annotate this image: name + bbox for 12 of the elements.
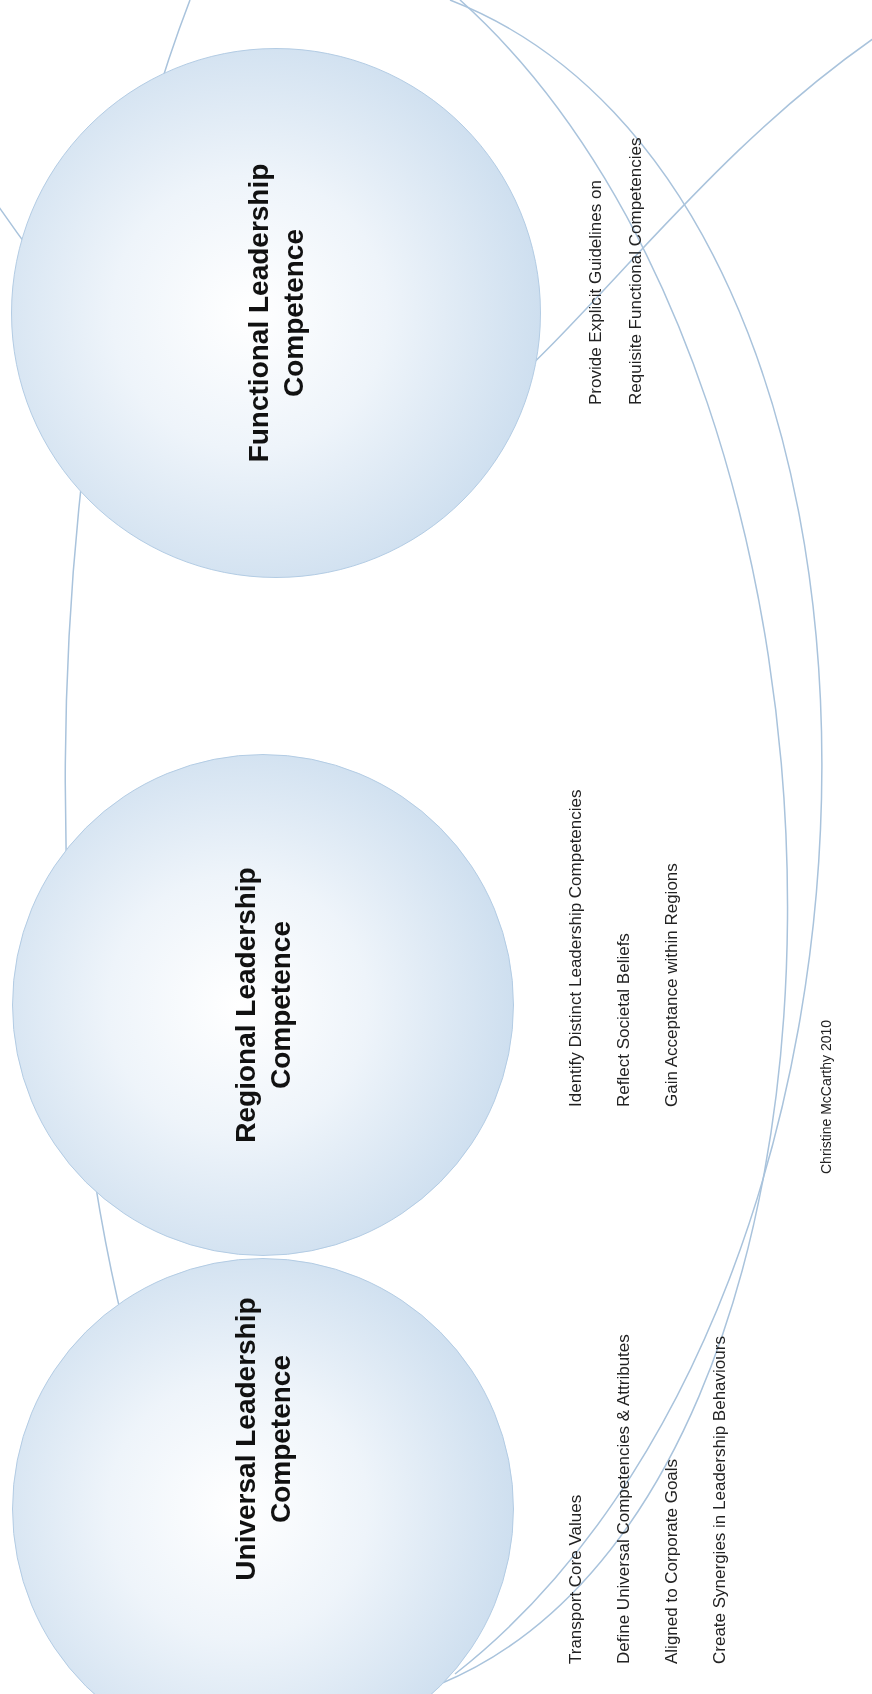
description-text: Define Universal Competencies & Attributes xyxy=(614,1334,634,1664)
circle-title: Regional Leadership Competence xyxy=(229,866,297,1145)
circle-title: Universal Leadership Competence xyxy=(229,1296,297,1583)
description-text: Identify Distinct Leadership Competencies xyxy=(566,789,586,1107)
description-text: Reflect Societal Beliefs xyxy=(614,933,634,1107)
circle-title: Functional Leadership Competence xyxy=(242,163,310,463)
description-text: Aligned to Corporate Goals xyxy=(662,1458,682,1664)
description-text: Gain Acceptance within Regions xyxy=(662,863,682,1107)
description-text: Provide Explicit Guidelines on Requisite Functional Competencies xyxy=(585,136,646,405)
description-text: Transport Core Values xyxy=(566,1494,586,1664)
credit-text: Christine McCarthy 2010 xyxy=(818,1019,834,1174)
description-text: Create Synergies in Leadership Behaviours xyxy=(710,1336,730,1664)
